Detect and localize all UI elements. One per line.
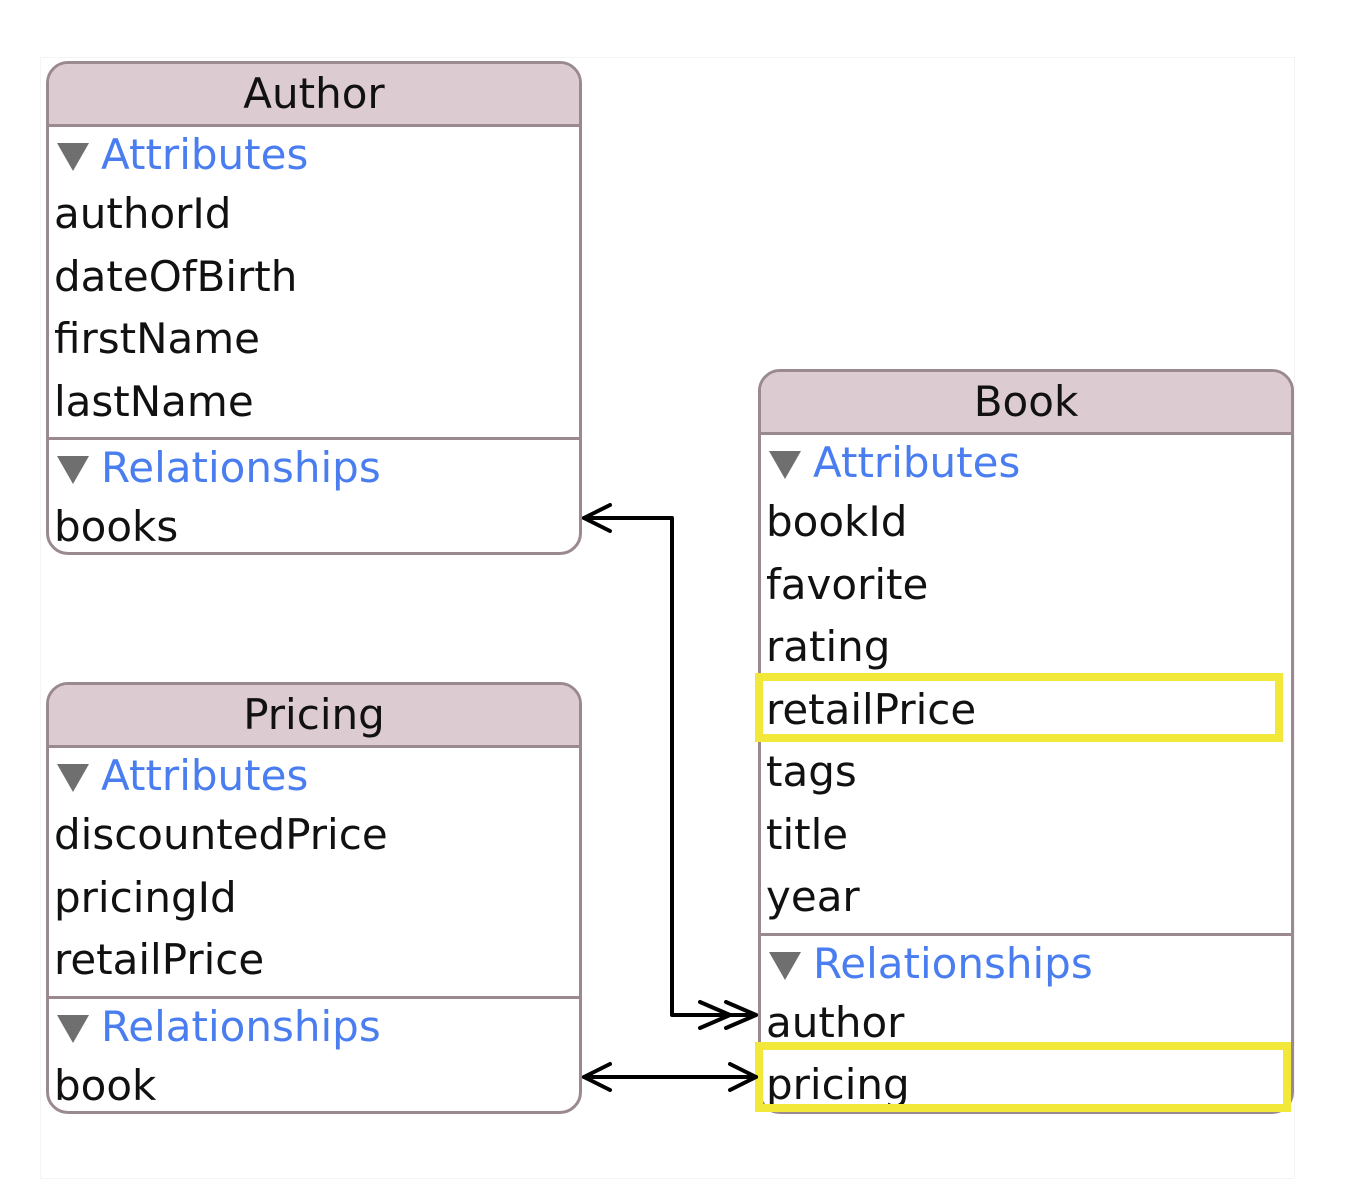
entity-title: Book xyxy=(761,372,1291,435)
attributes-section-header[interactable]: Attributes xyxy=(49,127,579,183)
attribute-row[interactable]: authorId xyxy=(54,189,232,238)
section-divider xyxy=(49,437,579,440)
relationships-label: Relationships xyxy=(101,443,381,492)
attribute-row[interactable]: tags xyxy=(766,747,857,796)
attributes-label: Attributes xyxy=(813,438,1021,487)
section-divider xyxy=(761,932,1291,936)
relationships-section-header[interactable]: Relationships xyxy=(49,999,579,1055)
attributes-section-header[interactable]: Attributes xyxy=(49,748,579,804)
entity-title: Pricing xyxy=(49,685,579,748)
attribute-row[interactable]: rating xyxy=(766,622,891,671)
disclosure-triangle-icon[interactable] xyxy=(57,456,89,484)
connector-line xyxy=(582,516,758,1017)
disclosure-triangle-icon[interactable] xyxy=(769,951,801,980)
relationship-row[interactable]: author xyxy=(766,997,905,1047)
attribute-row[interactable]: retailPrice xyxy=(54,935,265,984)
link-author-books-to-book-author[interactable] xyxy=(582,503,758,1030)
relationships-label: Relationships xyxy=(813,938,1093,988)
attributes-section-header[interactable]: Attributes xyxy=(761,435,1291,491)
attribute-row[interactable]: bookId xyxy=(766,497,908,546)
single-arrowhead-icon xyxy=(582,1062,612,1092)
relationship-row[interactable]: books xyxy=(54,502,179,551)
entity-pricing[interactable]: Pricing Attributes discountedPrice prici… xyxy=(46,682,582,1114)
attribute-row[interactable]: firstName xyxy=(54,314,260,363)
attribute-row[interactable]: favorite xyxy=(766,559,929,609)
attribute-row[interactable]: year xyxy=(766,872,860,921)
relationship-row[interactable]: pricing xyxy=(766,1060,910,1109)
double-arrowhead-icon xyxy=(724,1000,758,1030)
link-pricing-book-to-book-pricing[interactable] xyxy=(582,1062,758,1092)
attributes-label: Attributes xyxy=(101,751,309,800)
double-arrowhead-icon xyxy=(698,1000,732,1030)
relationships-section-header[interactable]: Relationships xyxy=(49,440,579,496)
attribute-row[interactable]: discountedPrice xyxy=(54,810,388,859)
attribute-row[interactable]: title xyxy=(766,809,849,859)
relationships-section-header[interactable]: Relationships xyxy=(761,936,1291,992)
disclosure-triangle-icon[interactable] xyxy=(57,1014,89,1043)
single-arrowhead-icon xyxy=(728,1062,758,1092)
attribute-row[interactable]: pricingId xyxy=(54,872,237,922)
single-arrowhead-icon xyxy=(582,503,612,533)
entity-author[interactable]: Author Attributes authorId dateOfBirth f… xyxy=(46,61,582,555)
highlight-book-pricing xyxy=(755,1042,1291,1112)
attributes-label: Attributes xyxy=(101,130,309,179)
relationships-label: Relationships xyxy=(101,1001,381,1051)
disclosure-triangle-icon[interactable] xyxy=(57,143,89,171)
attribute-row[interactable]: retailPrice xyxy=(766,684,977,734)
attribute-row[interactable]: dateOfBirth xyxy=(54,251,298,301)
relationship-row[interactable]: book xyxy=(54,1060,157,1110)
section-divider xyxy=(49,995,579,999)
attribute-row[interactable]: lastName xyxy=(54,376,254,426)
disclosure-triangle-icon[interactable] xyxy=(769,451,801,479)
highlight-book-retailprice xyxy=(755,673,1283,742)
diagram-canvas xyxy=(40,57,1295,1179)
entity-title: Author xyxy=(49,64,579,127)
disclosure-triangle-icon[interactable] xyxy=(57,764,89,792)
